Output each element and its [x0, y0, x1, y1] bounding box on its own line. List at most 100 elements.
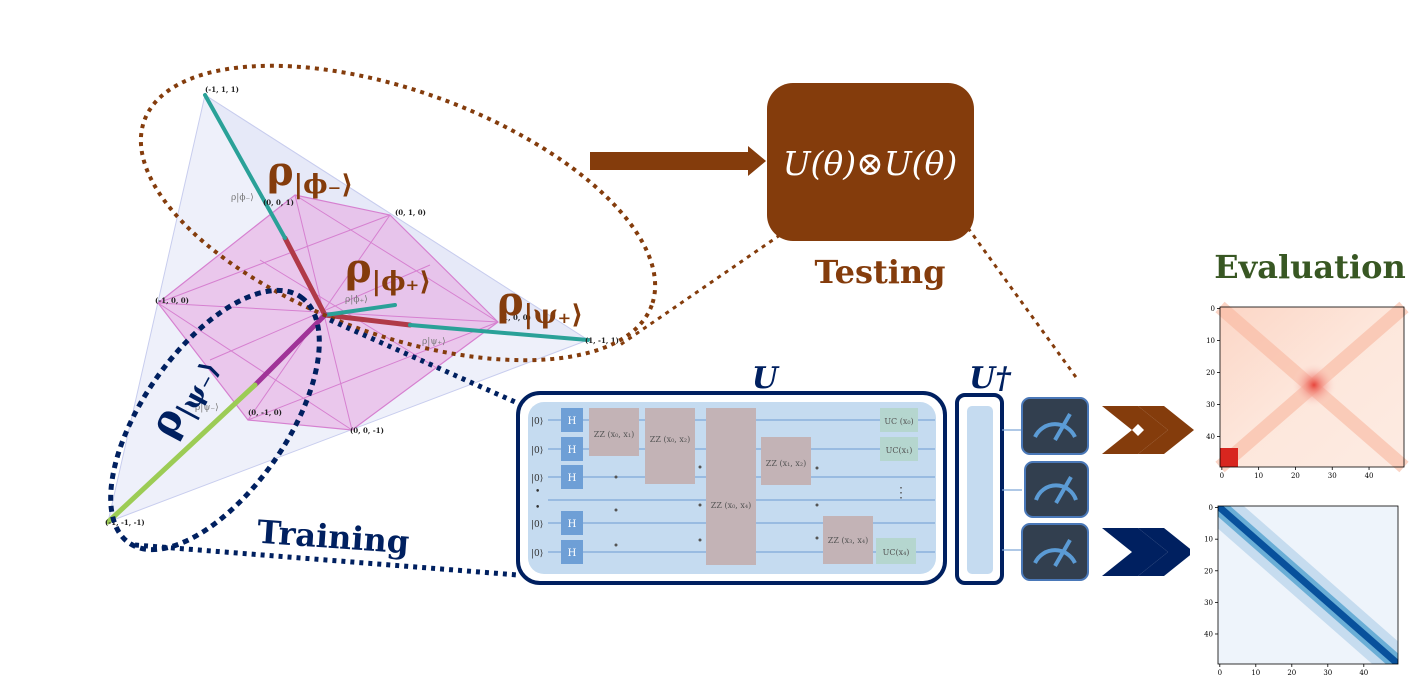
zz-gate-label: ZZ (x₁, x₂): [766, 459, 806, 468]
x-tick-label: 40: [1365, 472, 1374, 480]
zz-gate-label: ZZ (x₃, x₄): [828, 536, 868, 545]
chevron-arrow-navy: [1102, 528, 1194, 576]
uc-gate: [880, 437, 918, 461]
meters: [1021, 397, 1089, 581]
x-tick-label: 0: [1218, 669, 1222, 677]
meter-icon: [1021, 397, 1089, 455]
h-gate: [561, 437, 583, 461]
y-tick-label: 0: [1211, 305, 1215, 313]
uc-gates: [876, 408, 918, 564]
h-gate: [561, 511, 583, 535]
heatmap-blue-diagonal: [1215, 503, 1401, 667]
circuit-u-label: U: [752, 361, 780, 396]
qubit-label: |0⟩: [531, 474, 543, 484]
vertex-label: (-1, 1, 1): [205, 85, 239, 94]
zz-gate: [589, 408, 639, 456]
h-gate-label: H: [568, 445, 577, 456]
qubit-labels: |0⟩ |0⟩ |0⟩ |0⟩ |0⟩ • •: [531, 417, 543, 559]
y-tick-label: 30: [1206, 401, 1215, 409]
h-gate: [561, 465, 583, 489]
meter-icon: [1024, 461, 1089, 518]
connector-lines: [134, 227, 1080, 578]
zz-gate: [823, 516, 873, 564]
small-state-labels: ρ|ϕ₋⟩ ρ|ϕ₊⟩ ρ|ψ₊⟩ ρ|ψ₋⟩: [195, 193, 446, 413]
y-tick-label: 10: [1204, 536, 1213, 544]
uc-gate: [876, 538, 916, 564]
x-tick-label: 20: [1291, 472, 1300, 480]
heatmap-blue: [1206, 493, 1410, 677]
meter-icon: [1021, 523, 1089, 581]
x-tick-label: 30: [1328, 472, 1337, 480]
big-state-labels: ρ|ϕ₋⟩ ρ|ϕ₊⟩ ρ|ψ₊⟩: [267, 148, 583, 330]
label-rho-phi-minus: ρ|ϕ₋⟩: [267, 148, 353, 200]
label-rho-psi-plus: ρ|ψ₊⟩: [497, 278, 583, 330]
heatmap-blue-frame: [1217, 505, 1399, 665]
testing-ellipse: [138, 63, 658, 363]
qubit-label: |0⟩: [531, 446, 543, 456]
ellipsis-dot: •: [535, 487, 540, 497]
label-rho-phi-plus: ρ|ϕ₊⟩: [345, 245, 431, 297]
vertex-label: (1, 0, 0): [500, 313, 531, 322]
zz-gate: [706, 408, 756, 565]
mask: [1218, 664, 1398, 677]
control-dots: [614, 465, 819, 547]
x-tick-label: 40: [1359, 669, 1368, 677]
uc-gate-label: UC (x₀): [884, 417, 913, 426]
tetrahedron-figure: (-1, 1, 1) (1, -1, 1) (-1, -1, -1) (0, 1…: [105, 85, 619, 527]
chevron-arrow-brown: [1102, 406, 1194, 454]
heatmap-red-spot: [1292, 363, 1336, 407]
vertex-label: (1, -1, 1): [585, 336, 619, 345]
arrow-to-unitary: [590, 146, 766, 176]
vertex-label: (-1, 0, 0): [155, 296, 189, 305]
unitary-box: [767, 83, 974, 241]
u-dagger-bg: [967, 406, 993, 574]
vertex-labels: (-1, 1, 1) (1, -1, 1) (-1, -1, -1) (0, 1…: [105, 85, 619, 527]
x-tick-label: 10: [1254, 472, 1263, 480]
heatmap-red: [1215, 301, 1409, 473]
evaluation-label: Evaluation: [1214, 248, 1405, 286]
qubit-label: |0⟩: [531, 520, 543, 530]
y-tick-label: 0: [1209, 504, 1213, 512]
ellipsis-dot: •: [535, 503, 540, 513]
vertex-label: (0, 0, -1): [350, 426, 384, 435]
h-gate: [561, 408, 583, 432]
small-state-label: ρ|ψ₋⟩: [195, 403, 219, 413]
uc-gate-labels: UC (x₀) UC(x₁) UC(x₄): [883, 417, 914, 557]
circuit-u-dagger: [955, 393, 1004, 585]
qubit-label: |0⟩: [531, 417, 543, 427]
y-tick-label: 40: [1204, 630, 1213, 638]
octahedron-edges: [157, 194, 499, 431]
heatmap-red-corner: [1220, 448, 1238, 467]
y-tick-label: 10: [1206, 337, 1215, 345]
x-tick-label: 0: [1220, 472, 1224, 480]
vertex-label: (0, -1, 0): [248, 408, 282, 417]
hadamard-gates: H H H H H: [561, 408, 583, 564]
zz-gate-labels: ZZ (x₀, x₁) ZZ (x₀, x₂) ZZ (x₀, x₄) ZZ (…: [594, 430, 868, 545]
circuit-u: |0⟩ |0⟩ |0⟩ |0⟩ |0⟩ • • H H H H H: [516, 391, 947, 585]
vertex-label: (0, 0, 1): [263, 198, 294, 207]
x-tick-label: 30: [1323, 669, 1332, 677]
y-tick-label: 30: [1204, 599, 1213, 607]
x-tick-label: 10: [1251, 669, 1260, 677]
bloch-vectors: [105, 93, 590, 525]
uc-gate-label: UC(x₁): [886, 446, 913, 455]
y-tick-label: 40: [1206, 433, 1215, 441]
zz-gate-label: ZZ (x₀, x₄): [711, 501, 751, 510]
x-tick-label: 20: [1287, 669, 1296, 677]
h-gate-label: H: [568, 473, 577, 484]
small-state-label: ρ|ψ₊⟩: [422, 337, 446, 347]
zz-gates: [589, 408, 873, 565]
qubit-label: |0⟩: [531, 549, 543, 559]
uc-gate-label: UC(x₄): [883, 548, 910, 557]
training-ellipse: [108, 287, 322, 553]
heatmap-red-axes: 0 10 20 30 40 0 10 20 30 40: [1206, 305, 1373, 480]
y-tick-label: 20: [1204, 567, 1213, 575]
h-gate: [561, 540, 583, 564]
zz-gate-label: ZZ (x₀, x₂): [650, 435, 690, 444]
h-gate-label: H: [568, 416, 577, 427]
y-tick-label: 20: [1206, 369, 1215, 377]
zz-gate: [645, 408, 695, 484]
h-gate-label: H: [568, 519, 577, 530]
uc-gate: [880, 408, 918, 432]
h-gate-label: H: [568, 548, 577, 559]
